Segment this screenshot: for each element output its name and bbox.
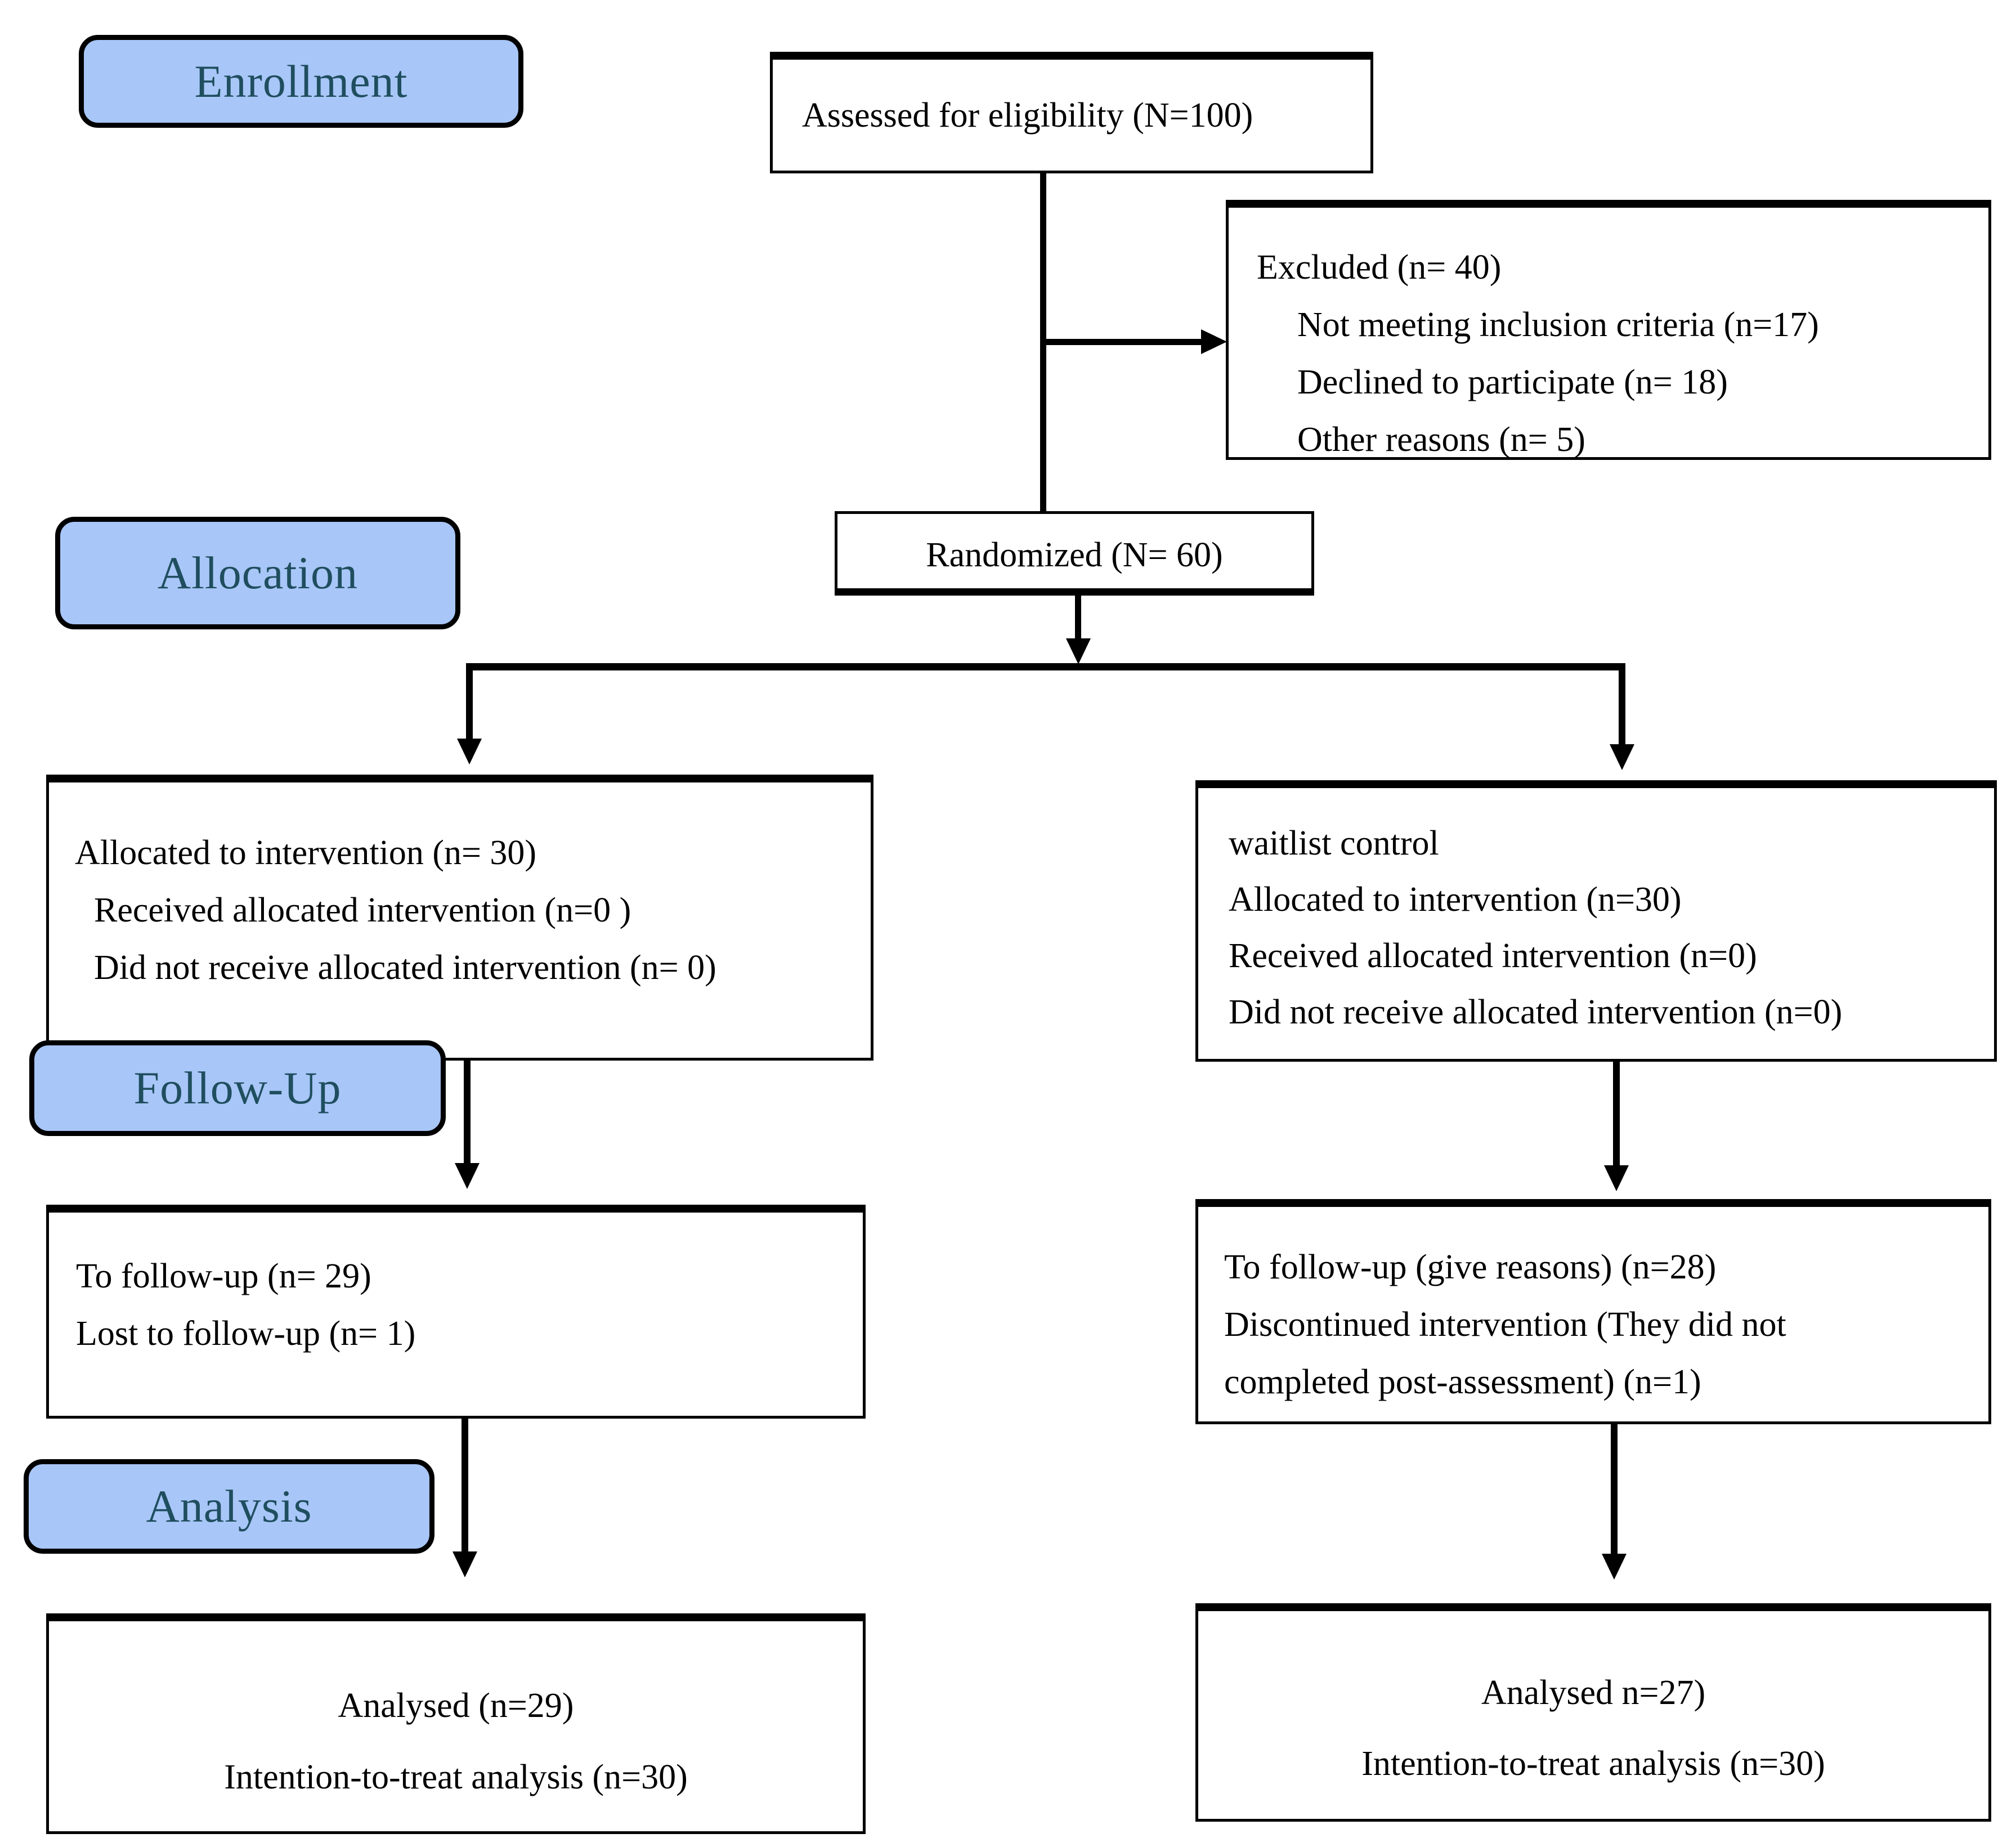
stage-label-followup-text: Follow-Up bbox=[133, 1062, 342, 1113]
connector-assessed-to-randomized bbox=[1040, 169, 1046, 540]
stage-label-enrollment: Enrollment bbox=[79, 35, 523, 128]
arrowhead-followup-right bbox=[1604, 1165, 1629, 1191]
analysis-right-line-2: Intention-to-treat analysis (n=30) bbox=[1361, 1745, 1825, 1783]
box-analysis-left: Analysed (n=29) Intention-to-treat analy… bbox=[46, 1613, 866, 1834]
stage-label-analysis-text: Analysis bbox=[146, 1481, 312, 1532]
analysis-right-line-1: Analysed n=27) bbox=[1481, 1674, 1706, 1712]
allocation-left-line-2: Received allocated intervention (n=0 ) bbox=[94, 891, 631, 929]
stage-label-allocation-text: Allocation bbox=[157, 547, 359, 598]
excluded-line-1: Excluded (n= 40) bbox=[1257, 248, 1502, 287]
excluded-line-2: Not meeting inclusion criteria (n=17) bbox=[1297, 306, 1819, 344]
stage-label-analysis: Analysis bbox=[24, 1459, 434, 1554]
connector-split-left bbox=[466, 663, 473, 745]
stage-label-allocation: Allocation bbox=[55, 517, 460, 629]
allocation-right-line-3: Received allocated intervention (n=0) bbox=[1229, 937, 1757, 975]
arrowhead-randomized-split bbox=[1066, 638, 1091, 664]
stage-label-followup: Follow-Up bbox=[29, 1040, 446, 1136]
followup-right-line-1: To follow-up (give reasons) (n=28) bbox=[1224, 1248, 1717, 1286]
box-excluded: Excluded (n= 40) Not meeting inclusion c… bbox=[1226, 200, 1991, 460]
excluded-line-3: Declined to participate (n= 18) bbox=[1297, 363, 1728, 401]
arrowhead-followup-left bbox=[455, 1163, 480, 1189]
connector-assessed-to-excluded bbox=[1040, 339, 1203, 345]
box-assessed-for-eligibility: Assessed for eligibility (N=100) bbox=[770, 52, 1373, 173]
connector-followup-left-to-analysis bbox=[462, 1419, 468, 1557]
assessed-line-1: Assessed for eligibility (N=100) bbox=[802, 96, 1253, 135]
followup-left-line-2: Lost to follow-up (n= 1) bbox=[76, 1314, 416, 1353]
connector-alloc-right-to-followup bbox=[1613, 1061, 1620, 1171]
randomized-line-1: Randomized (N= 60) bbox=[926, 536, 1223, 574]
connector-alloc-left-to-followup bbox=[464, 1058, 471, 1168]
analysis-left-line-1: Analysed (n=29) bbox=[338, 1687, 574, 1725]
arrowhead-alloc-right bbox=[1610, 744, 1634, 770]
box-analysis-right: Analysed n=27) Intention-to-treat analys… bbox=[1195, 1603, 1991, 1822]
followup-left-line-1: To follow-up (n= 29) bbox=[76, 1257, 371, 1295]
arrowhead-to-excluded bbox=[1201, 329, 1227, 354]
stage-label-enrollment-text: Enrollment bbox=[194, 55, 408, 107]
followup-right-line-3: completed post-assessment) (n=1) bbox=[1224, 1363, 1701, 1401]
arrowhead-analysis-right bbox=[1602, 1554, 1627, 1580]
analysis-left-line-2: Intention-to-treat analysis (n=30) bbox=[224, 1758, 688, 1796]
allocation-right-line-4: Did not receive allocated intervention (… bbox=[1229, 993, 1843, 1031]
box-allocation-left: Allocated to intervention (n= 30) Receiv… bbox=[46, 775, 873, 1061]
followup-right-line-2: Discontinued intervention (They did not bbox=[1224, 1305, 1786, 1344]
arrowhead-analysis-left bbox=[453, 1551, 477, 1577]
allocation-right-line-1: waitlist control bbox=[1229, 824, 1439, 862]
box-followup-left: To follow-up (n= 29) Lost to follow-up (… bbox=[46, 1205, 866, 1419]
box-randomized: Randomized (N= 60) bbox=[835, 511, 1314, 596]
allocation-left-line-1: Allocated to intervention (n= 30) bbox=[75, 834, 537, 872]
connector-followup-right-to-analysis bbox=[1611, 1424, 1618, 1559]
box-followup-right: To follow-up (give reasons) (n=28) Disco… bbox=[1195, 1199, 1991, 1424]
connector-randomized-down bbox=[1075, 594, 1081, 645]
split-bar-allocation bbox=[466, 663, 1625, 670]
arrowhead-alloc-left bbox=[457, 739, 482, 764]
allocation-left-line-3: Did not receive allocated intervention (… bbox=[94, 949, 716, 987]
box-allocation-right: waitlist control Allocated to interventi… bbox=[1195, 780, 1997, 1062]
allocation-right-line-2: Allocated to intervention (n=30) bbox=[1229, 880, 1682, 919]
connector-split-right bbox=[1619, 663, 1625, 750]
excluded-line-4: Other reasons (n= 5) bbox=[1297, 421, 1585, 459]
